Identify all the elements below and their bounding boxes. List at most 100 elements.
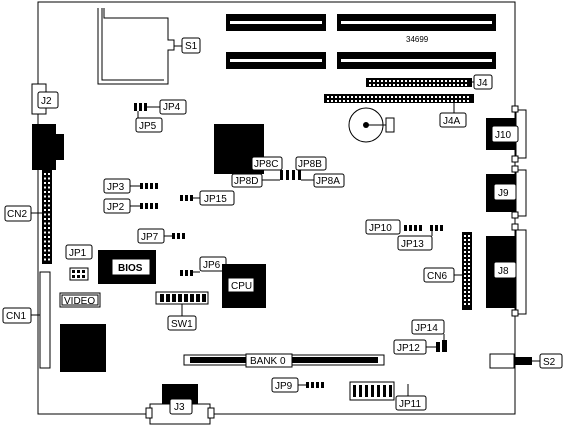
pin [468, 247, 470, 249]
pin [48, 204, 50, 207]
jp8b-label: JP8B [298, 159, 322, 170]
pin [44, 200, 46, 202]
pin [464, 239, 466, 241]
pin [48, 177, 50, 180]
jp4-jumper [134, 103, 147, 111]
pin [339, 96, 341, 98]
pin [413, 84, 415, 86]
pin [464, 251, 466, 253]
pin [431, 96, 433, 98]
pin [468, 263, 470, 265]
jp2-jumper [140, 203, 158, 209]
pin [48, 173, 50, 175]
pin [369, 84, 371, 86]
jp8d-label: JP8D [234, 176, 258, 187]
pin [44, 254, 46, 256]
pin [421, 84, 423, 86]
pin [196, 294, 200, 302]
pin [393, 80, 395, 82]
j4a-label-box [439, 112, 467, 128]
pin [391, 96, 393, 98]
jp8-jumper-group [280, 170, 301, 180]
pin [457, 80, 459, 82]
isa-slot-mid-right [337, 52, 496, 69]
pin [383, 100, 385, 102]
pin [367, 96, 369, 98]
jp14-label: JP14 [415, 323, 438, 334]
pin [397, 80, 399, 82]
pin [377, 80, 379, 82]
pin [403, 96, 405, 98]
jp1-jumper [69, 267, 89, 281]
pin [327, 96, 329, 98]
jp10-label-box [365, 219, 401, 235]
jp1-label: JP1 [69, 248, 87, 259]
pin [465, 80, 467, 82]
pin [44, 191, 46, 193]
pin [447, 100, 449, 102]
pin [335, 96, 337, 98]
pin [327, 100, 329, 102]
pin [455, 100, 457, 102]
pin [44, 213, 46, 216]
pin [413, 80, 415, 82]
pin [443, 100, 445, 102]
keyboard-connector [32, 124, 64, 170]
j4-header [366, 78, 472, 87]
jp5-label: JP5 [139, 121, 157, 132]
j2-label: J2 [41, 96, 52, 107]
pin [381, 84, 383, 86]
pin [397, 84, 399, 86]
pin [435, 100, 437, 102]
pin [359, 385, 362, 397]
j3-label-box [169, 398, 193, 415]
pin [351, 100, 353, 102]
jp15-jumper [180, 195, 193, 201]
pin [461, 80, 463, 82]
pin [433, 80, 435, 82]
pin [383, 385, 386, 397]
jp6-label: JP6 [203, 260, 221, 271]
bank0-label-box [245, 353, 293, 368]
pin [393, 84, 395, 86]
pin [399, 100, 401, 102]
jp1-label-box [65, 244, 93, 260]
pin [401, 80, 403, 82]
pin [190, 294, 194, 302]
s2-label-box [539, 353, 563, 369]
pin [455, 96, 457, 98]
pin [355, 96, 357, 98]
pin [403, 100, 405, 102]
pin [467, 100, 469, 102]
pin [415, 100, 417, 102]
pin [429, 84, 431, 86]
pin [451, 100, 453, 102]
pin [48, 209, 50, 211]
pin [48, 200, 50, 202]
pin [44, 182, 46, 184]
pin [359, 96, 361, 98]
pin [468, 243, 470, 245]
pin [377, 84, 379, 86]
j4a-label: J4A [443, 116, 461, 127]
pin [44, 227, 46, 229]
sw1-label: SW1 [171, 319, 193, 330]
pin [443, 96, 445, 98]
pin [468, 251, 470, 253]
pin [48, 213, 50, 216]
pin [389, 84, 391, 86]
pin [178, 294, 182, 302]
pin [425, 84, 427, 86]
pin [449, 84, 451, 86]
pin [44, 245, 46, 247]
pin [464, 299, 466, 301]
pin [468, 267, 470, 269]
pin [441, 80, 443, 82]
pin [421, 80, 423, 82]
pin [371, 96, 373, 98]
pin [464, 263, 466, 265]
part-number: 34699 [406, 35, 429, 44]
pin [468, 287, 470, 289]
pin [445, 80, 447, 82]
